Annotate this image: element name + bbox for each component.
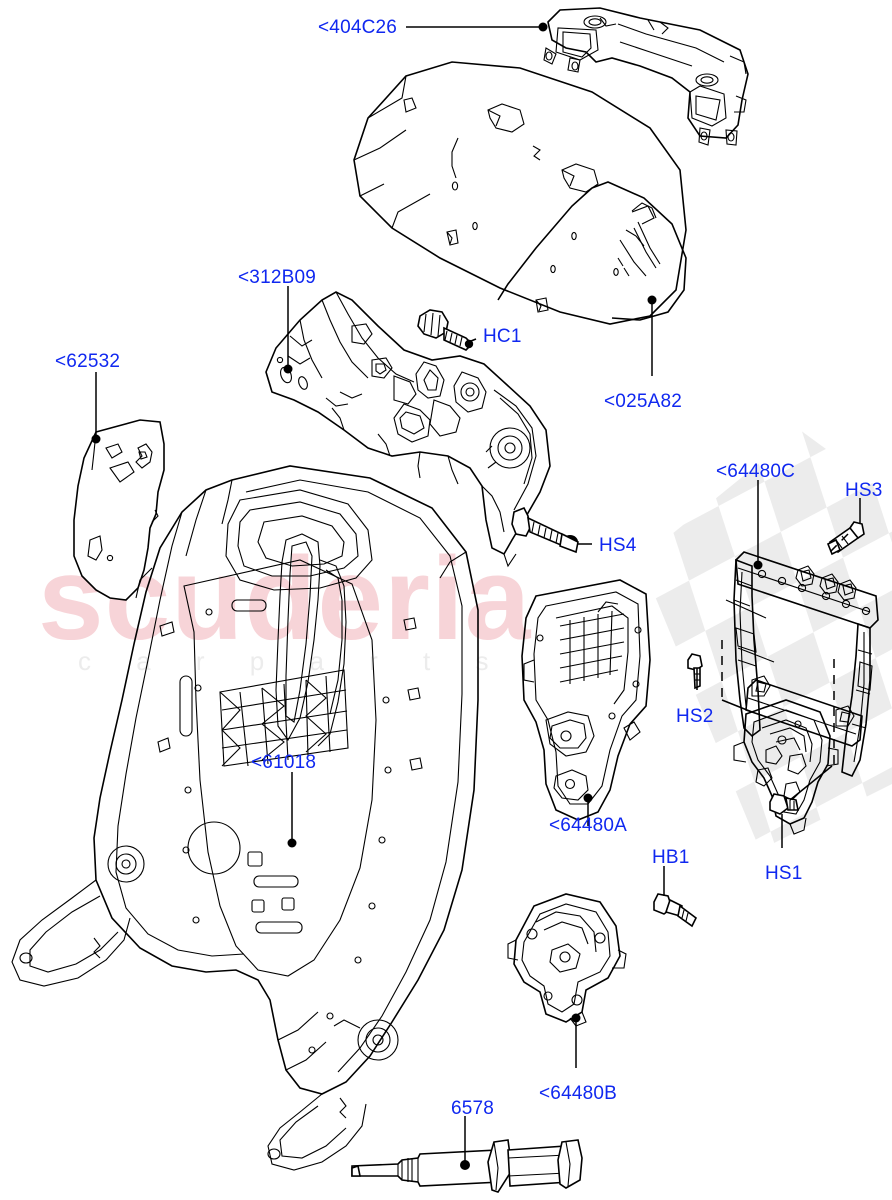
part-seat-back-cover <box>353 61 687 325</box>
part-seat-back-frame <box>11 465 479 1171</box>
part-bolt-hb1 <box>653 893 698 928</box>
leader-64480b <box>571 1013 581 1068</box>
part-label-025a82[interactable]: <025A82 <box>604 391 683 412</box>
leader-025a82 <box>647 295 657 376</box>
leader-62532 <box>91 372 101 444</box>
part-label-61018[interactable]: <61018 <box>251 752 317 773</box>
part-lower-mounting-bracket <box>507 893 627 1027</box>
part-label-hc1[interactable]: HC1 <box>483 326 522 347</box>
leader-61018 <box>287 772 297 848</box>
leader-6578 <box>460 1116 470 1170</box>
leader-hc1 <box>465 338 477 344</box>
part-label-6578[interactable]: 6578 <box>451 1098 495 1119</box>
part-label-62532[interactable]: <62532 <box>55 351 121 372</box>
part-label-hb1[interactable]: HB1 <box>652 847 690 868</box>
leader-404c26 <box>406 22 548 32</box>
part-recliner-mechanism <box>265 291 551 568</box>
leader-312b09 <box>283 286 293 374</box>
part-label-hs2[interactable]: HS2 <box>676 706 714 727</box>
part-label-64480c[interactable]: <64480C <box>716 461 796 482</box>
part-label-64480a[interactable]: <64480A <box>549 815 628 836</box>
part-grease-applicator <box>351 1139 583 1193</box>
part-screw-hs4 <box>511 506 579 554</box>
part-label-hs4[interactable]: HS4 <box>599 535 637 556</box>
leader-64480a <box>583 793 593 826</box>
part-label-hs1[interactable]: HS1 <box>765 863 803 884</box>
part-label-312b09[interactable]: <312B09 <box>238 267 317 288</box>
part-label-hs3[interactable]: HS3 <box>845 480 883 501</box>
part-label-404c26[interactable]: <404C26 <box>318 17 398 38</box>
part-cable-clip <box>417 309 474 351</box>
part-seat-back-upper-bracket <box>543 7 749 146</box>
part-label-64480b[interactable]: <64480B <box>539 1083 618 1104</box>
